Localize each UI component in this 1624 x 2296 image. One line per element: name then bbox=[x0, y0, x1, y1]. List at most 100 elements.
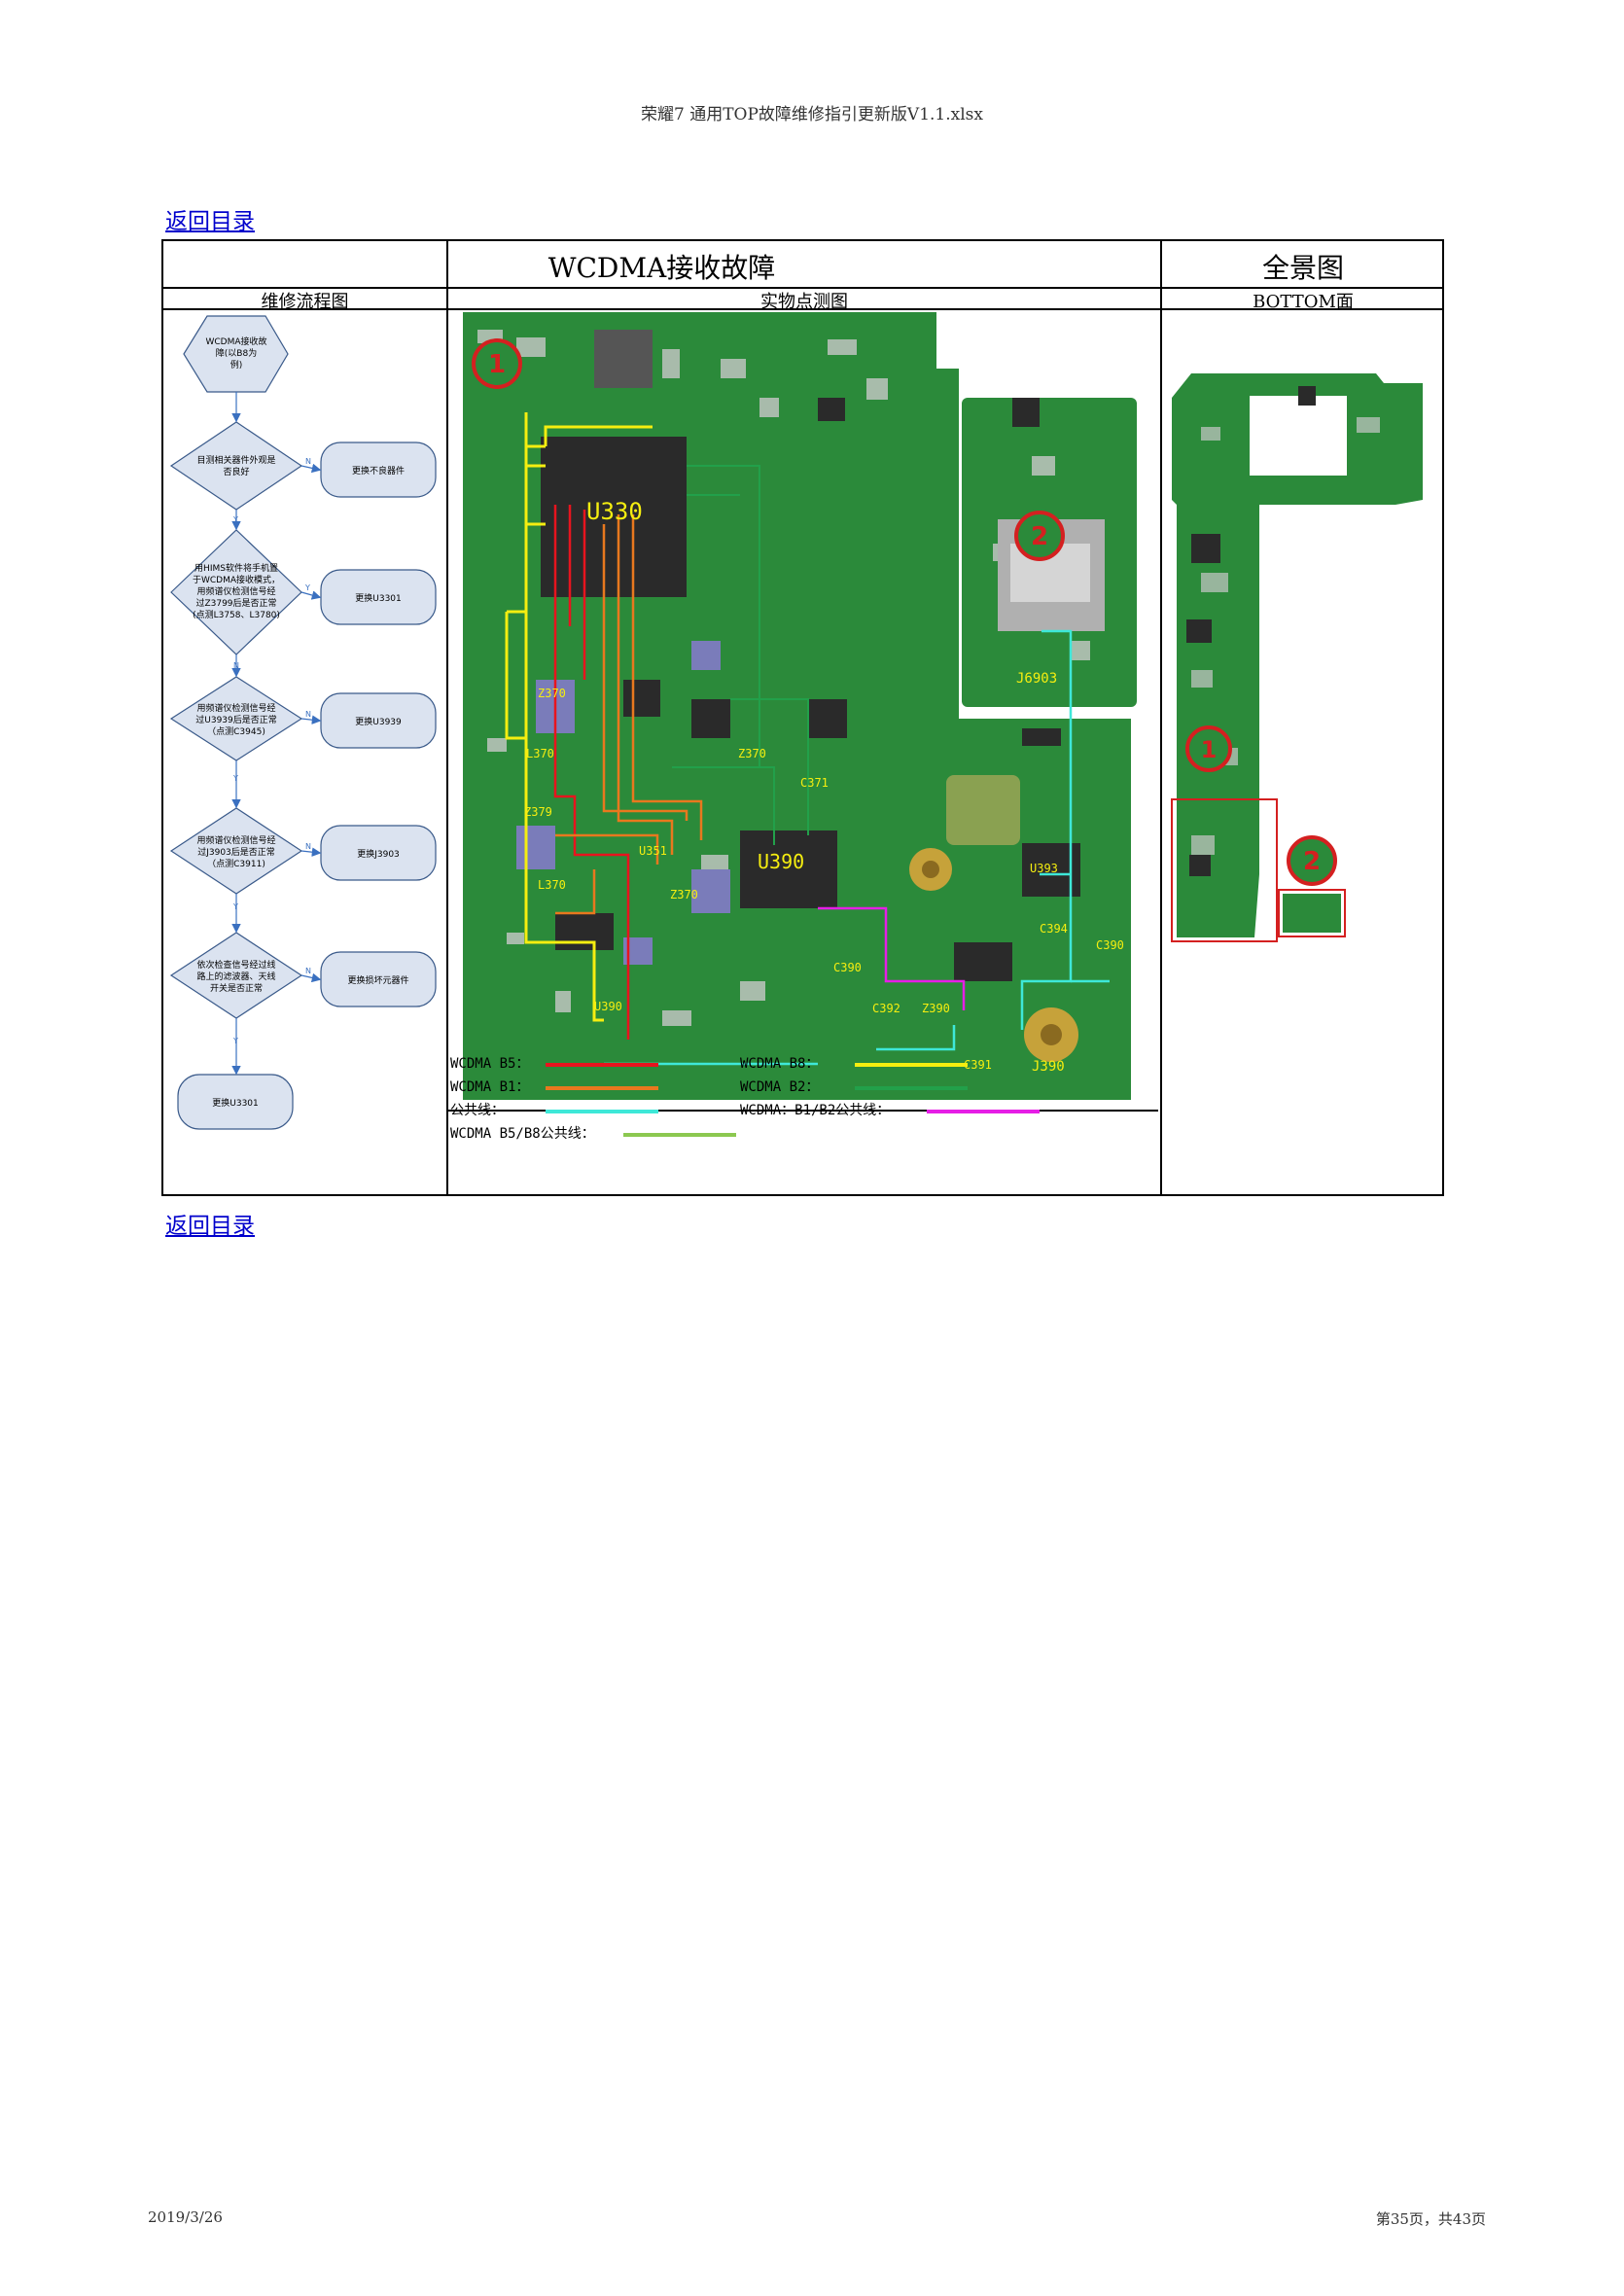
overview-small-board bbox=[1283, 894, 1341, 933]
chip-u390 bbox=[740, 830, 837, 908]
legend-common-swatch bbox=[546, 1110, 658, 1113]
overview-title: 全景图 bbox=[1261, 252, 1344, 284]
highlight-region-1 bbox=[1171, 798, 1278, 942]
legend-b2-swatch bbox=[855, 1086, 968, 1090]
label-u351: U351 bbox=[639, 844, 667, 858]
flow-d5-text-1: 依次检查信号经过线 bbox=[196, 959, 275, 971]
label-z370: Z370 bbox=[738, 747, 766, 760]
yes-label: Y bbox=[232, 1037, 238, 1045]
flow-start-text-1: WCDMA接收故 bbox=[205, 336, 266, 347]
yes-label: Y bbox=[232, 774, 238, 783]
label-z370: Z370 bbox=[670, 888, 698, 901]
label-u330: U330 bbox=[586, 498, 643, 525]
divider bbox=[163, 308, 1442, 310]
overview-marker-2-label: 2 bbox=[1303, 847, 1321, 876]
label-l370: L370 bbox=[526, 747, 554, 760]
no-label: N bbox=[305, 842, 311, 851]
flow-decision-1 bbox=[169, 421, 303, 511]
legend-b5b8: WCDMA B5/B8公共线： bbox=[450, 1126, 595, 1142]
yes-label: Y bbox=[232, 902, 238, 911]
legend-b1b2: WCDMA：B1/B2公共线： bbox=[740, 1103, 891, 1118]
highlight-region-2 bbox=[1278, 889, 1346, 937]
legend: WCDMA B5： WCDMA B8： WCDMA B1： WCDMA B2： … bbox=[448, 1042, 1160, 1197]
no-label: N bbox=[305, 457, 311, 466]
flowchart: WCDMA接收故 障(以B8为 例) 目测相关器件外观是 否良好 更换不良器件 … bbox=[163, 310, 446, 1196]
marker-1 bbox=[472, 338, 522, 389]
flow-a4-text: 更换J3903 bbox=[357, 848, 400, 860]
flow-d2-text-3: 用频谱仪检测信号经 bbox=[196, 585, 275, 597]
back-to-contents-link-bottom[interactable]: 返回目录 bbox=[165, 1214, 255, 1239]
flow-d5-text-3: 开关是否正常 bbox=[210, 982, 263, 994]
no-label: N bbox=[305, 967, 311, 975]
legend-b8: WCDMA B8： bbox=[740, 1056, 820, 1072]
label-c392: C392 bbox=[872, 1002, 900, 1015]
no-label: N bbox=[233, 661, 239, 670]
file-title: 荣耀7 通用TOP故障维修指引更新版V1.1.xlsx bbox=[641, 105, 983, 124]
overview-marker-1-label: 1 bbox=[1201, 736, 1218, 763]
flow-a1-text: 更换不良器件 bbox=[352, 465, 405, 477]
overview-marker-2 bbox=[1287, 835, 1337, 886]
flow-column-header: 维修流程图 bbox=[261, 292, 349, 312]
label-u390-small: U390 bbox=[594, 1000, 622, 1013]
flow-d4-text-3: （点测C3911) bbox=[207, 859, 265, 869]
marker-2-label: 2 bbox=[1031, 522, 1048, 551]
flow-start-text-2: 障(以B8为 bbox=[216, 347, 257, 359]
label-c391: C391 bbox=[964, 1058, 992, 1072]
label-z379: Z379 bbox=[524, 805, 552, 819]
label-u393: U393 bbox=[1030, 862, 1058, 875]
divider bbox=[446, 241, 448, 1194]
yes-label: Y bbox=[304, 583, 310, 592]
flow-d1-text-1: 目测相关器件外观是 bbox=[196, 454, 275, 466]
legend-b1-swatch bbox=[546, 1086, 658, 1090]
label-u390: U390 bbox=[758, 850, 804, 873]
flow-start-node bbox=[183, 315, 289, 393]
flow-d4-text-1: 用频谱仪检测信号经 bbox=[196, 834, 275, 846]
legend-common: 公共线： bbox=[450, 1103, 505, 1118]
back-to-contents-link[interactable]: 返回目录 bbox=[165, 209, 255, 234]
label-c394: C394 bbox=[1040, 922, 1068, 936]
flow-a3-text: 更换U3939 bbox=[355, 716, 402, 727]
flow-a2-text: 更换U3301 bbox=[355, 592, 402, 604]
yes-label: Y bbox=[232, 515, 238, 524]
probe-column-header: 实物点测图 bbox=[760, 292, 848, 312]
legend-b5b8-swatch bbox=[623, 1133, 736, 1137]
overview-marker-1 bbox=[1185, 725, 1232, 772]
overview-board bbox=[1172, 373, 1423, 937]
flow-a5-text: 更换损坏元器件 bbox=[347, 974, 408, 986]
probe-board-image: 1 2 U330 U390 Z370 L370 Z379 L370 U351 Z… bbox=[448, 310, 1160, 1110]
bottom-column-header: BOTTOM面 bbox=[1253, 292, 1354, 312]
legend-b1: WCDMA B1： bbox=[450, 1079, 530, 1095]
flow-d2-text-4: 过Z3799后是否正常 bbox=[195, 597, 276, 609]
flow-d2-text-1: 用HIMS软件将手机置 bbox=[194, 562, 278, 574]
flow-start-text-3: 例) bbox=[230, 359, 243, 371]
label-j390: J390 bbox=[1032, 1059, 1065, 1075]
flow-d5-text-2: 路上的滤波器、天线 bbox=[196, 971, 275, 982]
flow-d3-text-3: （点测C3945) bbox=[207, 726, 265, 737]
label-z370: Z370 bbox=[538, 687, 566, 700]
no-label: N bbox=[305, 710, 311, 719]
label-c390: C390 bbox=[833, 961, 862, 974]
label-c371: C371 bbox=[800, 776, 829, 790]
label-c390: C390 bbox=[1096, 938, 1124, 952]
footer-page-number: 第35页，共43页 bbox=[1375, 2210, 1486, 2228]
fault-table: WCDMA接收故障 全景图 维修流程图 实物点测图 BOTTOM面 bbox=[161, 239, 1444, 1196]
legend-b8-swatch bbox=[855, 1063, 968, 1067]
footer-date: 2019/3/26 bbox=[148, 2208, 223, 2226]
flow-d3-text-1: 用频谱仪检测信号经 bbox=[196, 702, 275, 714]
flow-end-text: 更换U3301 bbox=[212, 1097, 259, 1109]
flow-d2-text-2: 于WCDMA接收模式， bbox=[193, 574, 280, 585]
divider bbox=[163, 287, 1442, 289]
flow-d4-text-2: 过J3903后是否正常 bbox=[197, 846, 275, 858]
marker-1-label: 1 bbox=[488, 350, 506, 379]
label-j6903: J6903 bbox=[1016, 671, 1057, 687]
legend-b2: WCDMA B2： bbox=[740, 1079, 820, 1095]
bottom-overview: 1 2 bbox=[1162, 310, 1444, 1196]
divider bbox=[446, 1110, 1158, 1112]
legend-b5-swatch bbox=[546, 1063, 658, 1067]
flow-d2-text-5: (点测L3758、L3780) bbox=[193, 610, 280, 620]
marker-2 bbox=[1014, 511, 1065, 561]
legend-b5: WCDMA B5： bbox=[450, 1056, 530, 1072]
divider bbox=[1160, 241, 1162, 1194]
table-title: WCDMA接收故障 bbox=[547, 252, 776, 284]
flow-d3-text-2: 过U3939后是否正常 bbox=[195, 714, 277, 725]
